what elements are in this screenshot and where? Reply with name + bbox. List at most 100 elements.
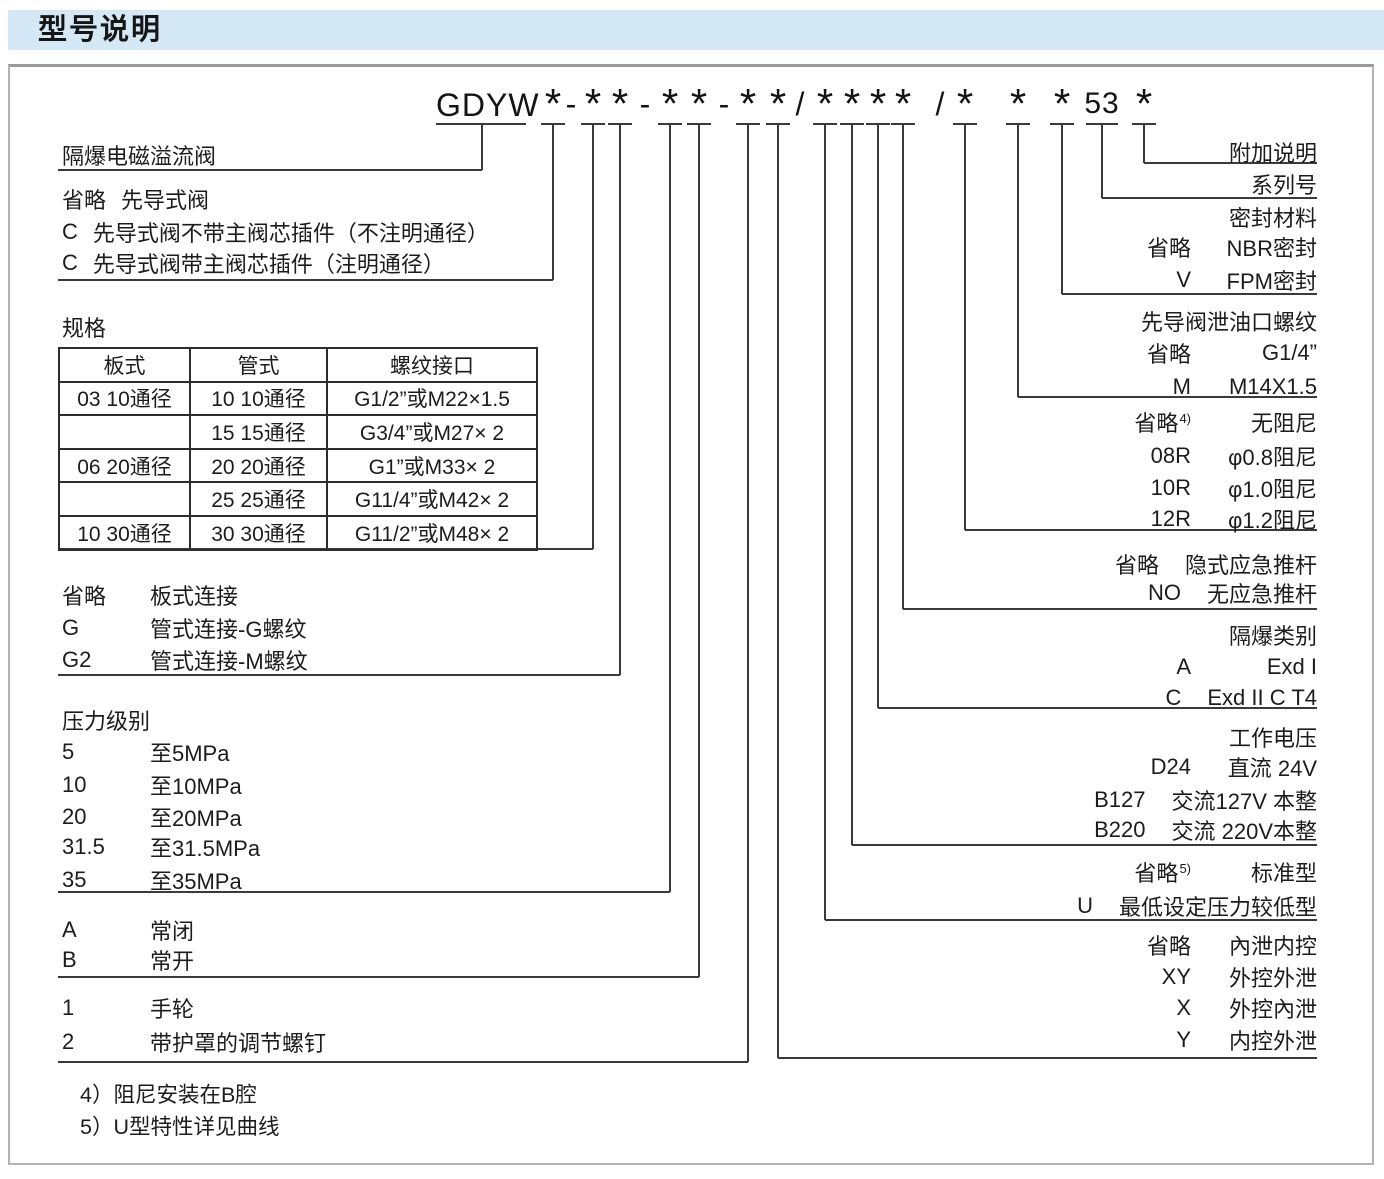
code-separator: - bbox=[718, 86, 730, 122]
option-code-text: M bbox=[1172, 374, 1191, 399]
section-title: 系列号 bbox=[1251, 170, 1317, 198]
option-code-text: 省略 bbox=[1146, 236, 1191, 261]
code-star: * bbox=[816, 80, 834, 127]
table-cell: G3/4”或M27× 2 bbox=[326, 414, 538, 450]
code-separator: - bbox=[639, 86, 651, 122]
option-description: 无阻尼 bbox=[1250, 411, 1317, 436]
section-header-bar: 型号说明 bbox=[8, 10, 1384, 50]
option-code: M bbox=[1131, 374, 1191, 400]
code-star: * bbox=[584, 80, 602, 127]
code-star: * bbox=[869, 80, 887, 127]
option-description: 至10MPa bbox=[150, 774, 242, 799]
option-code-text: 10 bbox=[62, 772, 87, 797]
option-code-text: 省略 bbox=[1134, 861, 1179, 886]
option-description: Exd II C T4 bbox=[1207, 685, 1317, 710]
table-cell: G1/2”或M22×1.5 bbox=[326, 380, 538, 417]
table-cell bbox=[58, 481, 191, 517]
option-description: 至5MPa bbox=[150, 741, 230, 766]
page-title: 型号说明 bbox=[38, 14, 163, 46]
section-title: 工作电压 bbox=[1229, 723, 1317, 751]
option-description: 外控外泄 bbox=[1228, 966, 1317, 991]
option-row: 省略板式连接 bbox=[62, 581, 238, 609]
option-description: 先导式阀 bbox=[121, 188, 210, 213]
option-description: 先导式阀带主阀芯插件（注明通径） bbox=[92, 252, 445, 277]
option-description: 常闭 bbox=[150, 919, 195, 944]
option-description: 标准型 bbox=[1250, 861, 1317, 886]
option-code-text: 省略 bbox=[1134, 411, 1179, 436]
option-row: 省略內泄内控 bbox=[1131, 931, 1317, 959]
option-code: C bbox=[62, 250, 78, 276]
table-cell bbox=[58, 414, 191, 450]
option-row: A Exd I bbox=[1131, 653, 1317, 681]
option-code: NO bbox=[1121, 580, 1181, 606]
option-code: Y bbox=[1131, 1027, 1191, 1053]
section-title: 密封材料 bbox=[1229, 203, 1317, 231]
table-cell: G11/2”或M48× 2 bbox=[326, 514, 538, 551]
option-code-text: 1 bbox=[62, 995, 75, 1020]
option-code-text: U bbox=[1077, 893, 1093, 918]
code-star: * bbox=[661, 80, 679, 127]
option-code: 31.5 bbox=[62, 834, 150, 860]
code-star: * bbox=[1135, 80, 1153, 127]
section-title-label: 工作电压 bbox=[1228, 726, 1317, 751]
code-star: * bbox=[690, 80, 708, 127]
table-cell: G1”或M33× 2 bbox=[326, 447, 538, 484]
option-code-text: 2 bbox=[62, 1029, 75, 1054]
option-code-text: 20 bbox=[62, 804, 87, 829]
option-code-text: 省略 bbox=[1114, 553, 1159, 578]
option-description: Exd I bbox=[1266, 654, 1317, 679]
option-code-text: 省略 bbox=[1146, 342, 1191, 367]
option-description: 內泄内控 bbox=[1228, 934, 1317, 959]
option-description: 管式连接-G螺纹 bbox=[150, 617, 307, 642]
option-description: 至31.5MPa bbox=[150, 836, 261, 861]
option-row: U 最低设定压力较低型 bbox=[1033, 892, 1317, 920]
column-header: 管式 bbox=[189, 347, 328, 383]
option-code: A bbox=[62, 917, 150, 943]
option-row: XY 外控外泄 bbox=[1131, 963, 1317, 991]
option-description: 交流127V 本整 bbox=[1171, 789, 1318, 814]
option-code-text: 12R bbox=[1150, 506, 1191, 531]
option-code: G2 bbox=[62, 647, 150, 673]
option-description: M14X1.5 bbox=[1228, 374, 1317, 399]
option-description: 最低设定压力较低型 bbox=[1118, 895, 1317, 920]
section-title-label: 规格 bbox=[62, 316, 107, 341]
code-star: * bbox=[769, 80, 787, 127]
section-title: 隔爆类别 bbox=[1229, 621, 1317, 649]
option-description: 带护罩的调节螺钉 bbox=[150, 1031, 327, 1056]
table-cell: 20 20通径 bbox=[189, 447, 328, 484]
section-title: 隔爆电磁溢流阀 bbox=[62, 141, 216, 169]
option-description: 外控內泄 bbox=[1228, 997, 1317, 1022]
option-code: 省略 bbox=[62, 579, 150, 611]
code-star: * bbox=[544, 80, 562, 127]
table-cell: 30 30通径 bbox=[189, 514, 328, 551]
option-code: A bbox=[1131, 654, 1191, 680]
table-cell: 03 10通径 bbox=[58, 380, 191, 417]
option-code-text: NO bbox=[1147, 580, 1181, 605]
option-description: φ1.2阻尼 bbox=[1228, 508, 1317, 533]
option-code: 08R bbox=[1131, 443, 1191, 469]
option-row: 省略5) 标准型 bbox=[1131, 858, 1317, 886]
option-code: 省略 bbox=[1131, 231, 1191, 263]
table-cell: 10 10通径 bbox=[189, 380, 328, 417]
option-row: M M14X1.5 bbox=[1131, 373, 1317, 401]
option-code: XY bbox=[1131, 964, 1191, 990]
footnote-marker: 5) bbox=[1179, 860, 1191, 876]
code-prefix: GDYW bbox=[436, 87, 540, 123]
option-description: 先导式阀不带主阀芯插件（不注明通径） bbox=[92, 221, 489, 246]
